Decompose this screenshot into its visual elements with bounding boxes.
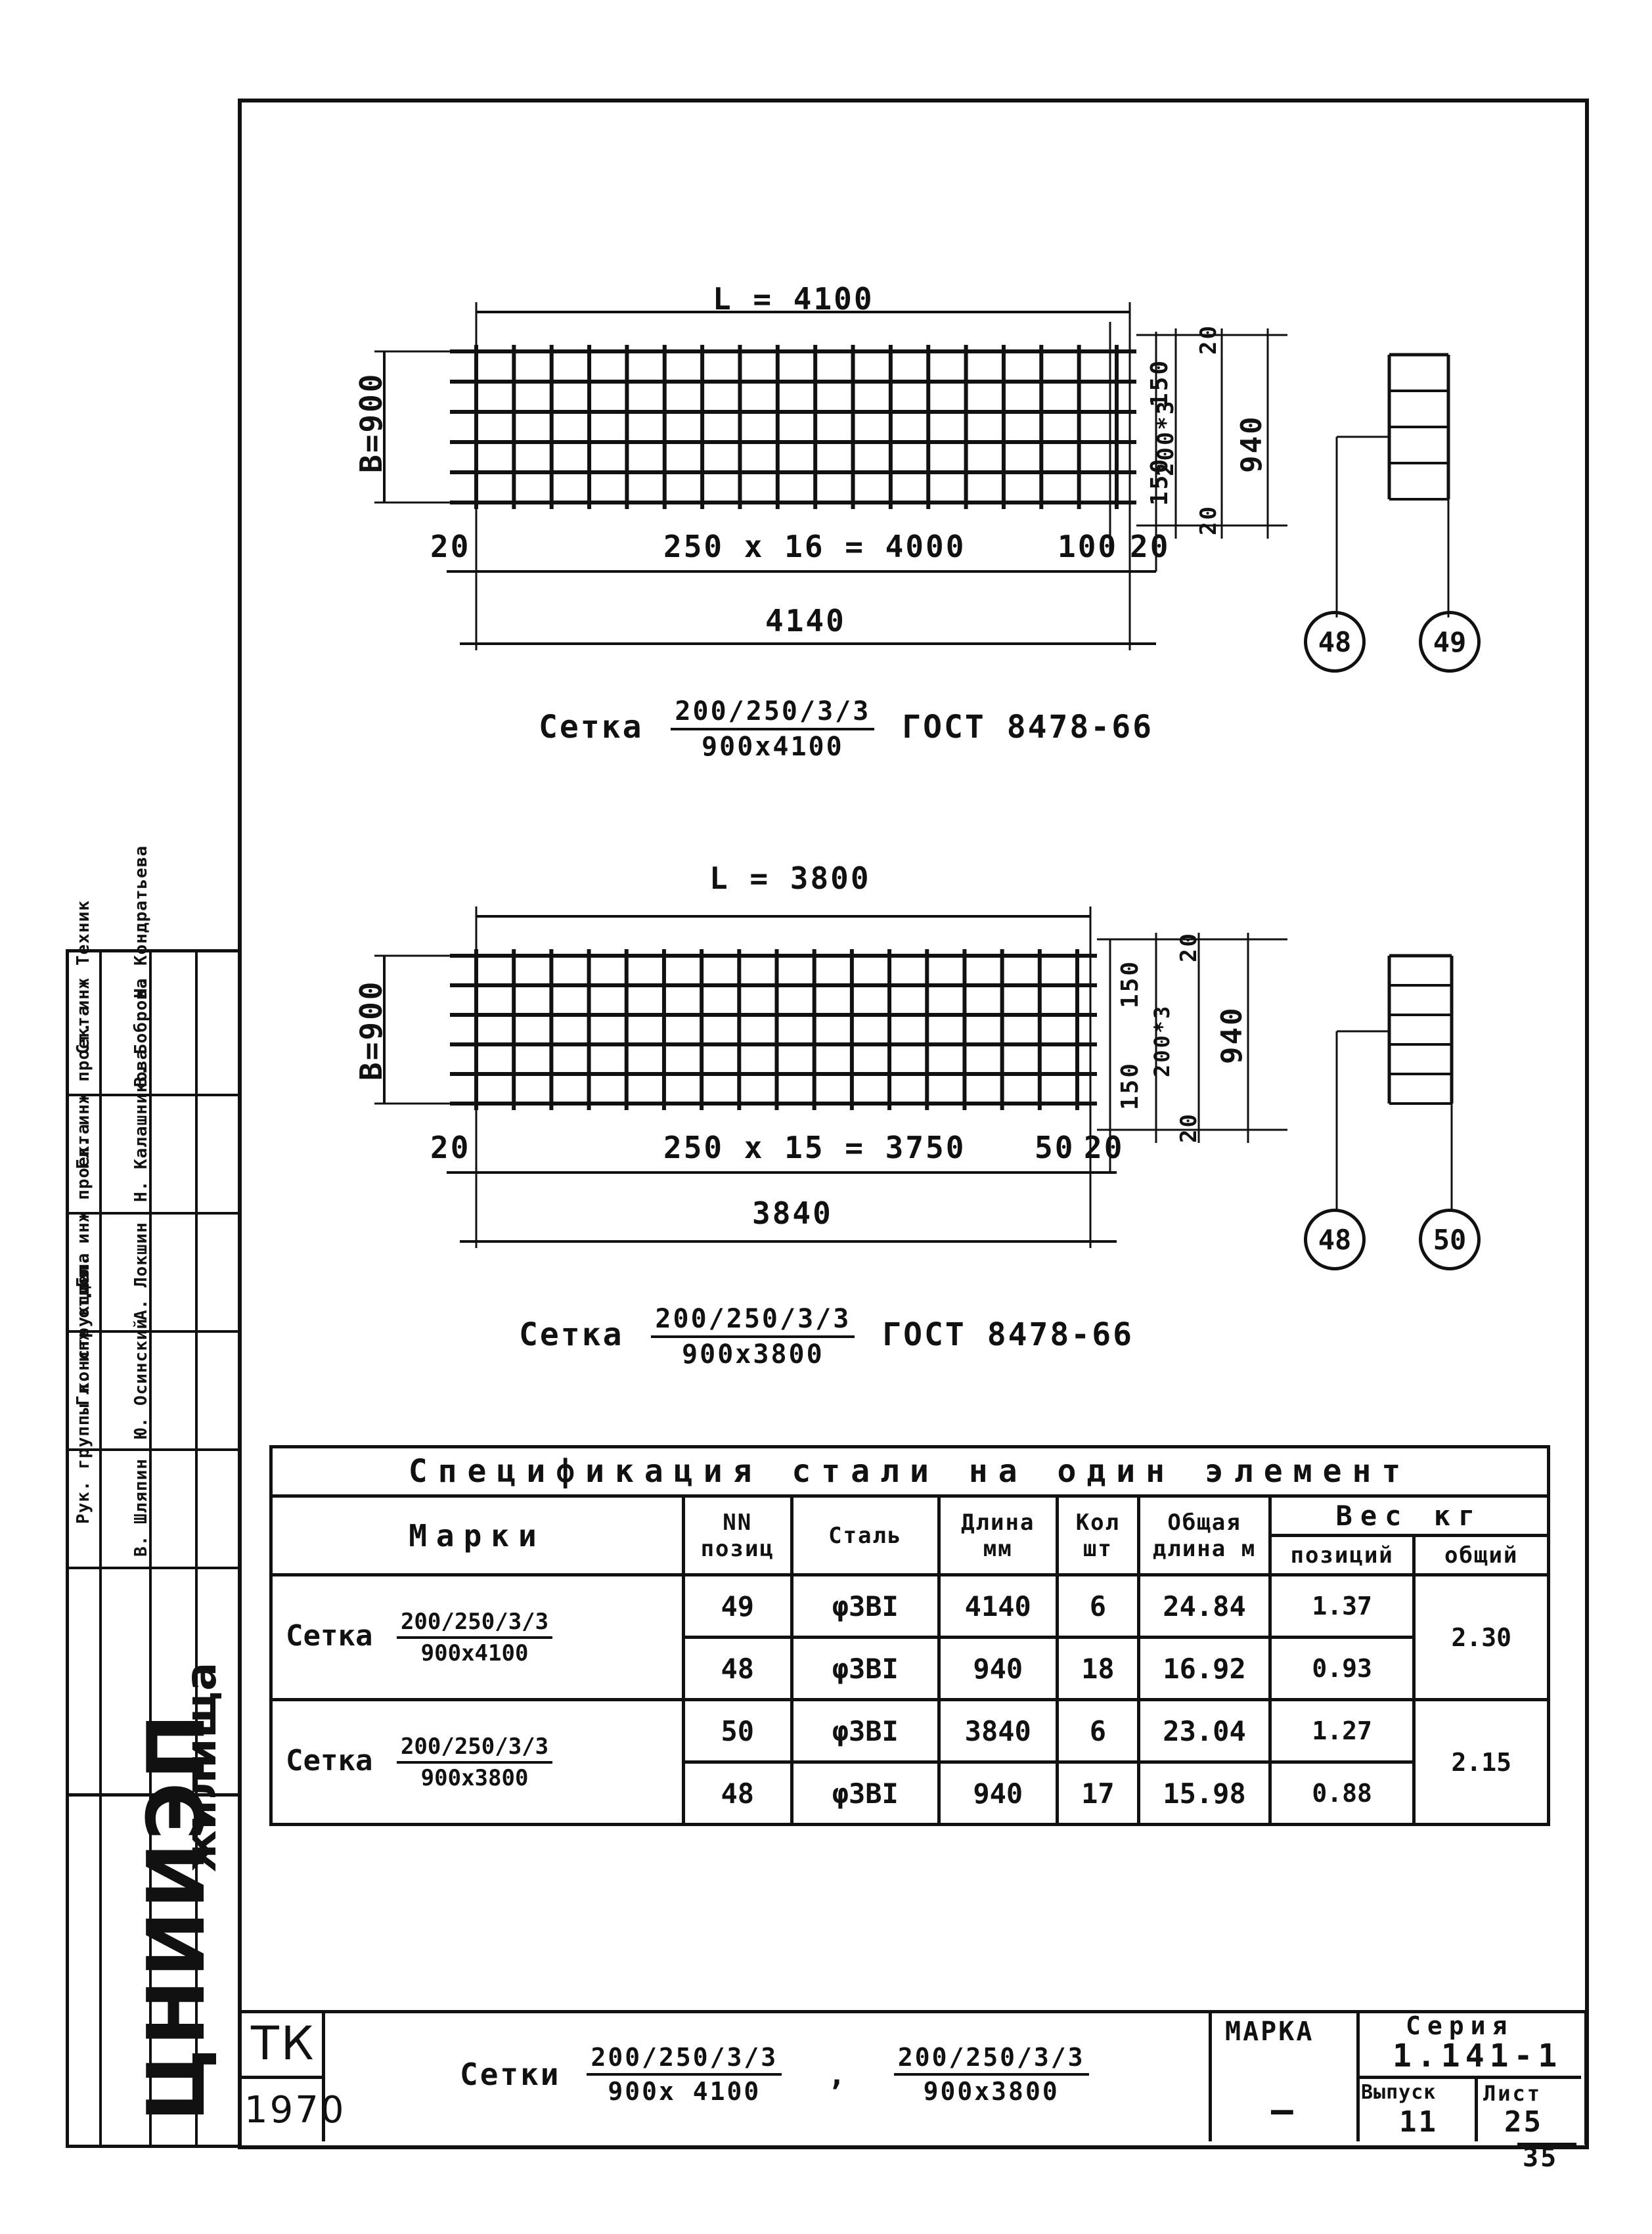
mesh-2-total-weight: 2.15 xyxy=(1412,1698,1550,1826)
steel-spec-table: Спецификация стали на один элемент Марки… xyxy=(269,1445,1551,1826)
header-total-length: Общая длина м xyxy=(1137,1494,1272,1576)
sheet-title: Сетки 200/250/3/3 900x 4100 , 200/250/3/… xyxy=(460,2043,1096,2106)
table-cell: 3840 xyxy=(937,1698,1059,1764)
mesh-1-caption: Сетка 200/250/3/3 900x4100 ГОСТ 8478-66 xyxy=(539,696,1153,762)
mesh-1-total-weight: 2.30 xyxy=(1412,1573,1550,1701)
sheet-label: Лист xyxy=(1483,2081,1542,2106)
mesh-2-right-margin: 20 xyxy=(1084,1130,1125,1165)
table-cell: φ3ВI xyxy=(790,1636,941,1701)
mesh-2-total: 3840 xyxy=(752,1195,833,1231)
table-cell: 0.93 xyxy=(1268,1636,1416,1701)
header-pos: NN позиц xyxy=(681,1494,793,1576)
mesh-1-dim-20-top: 20 xyxy=(1195,324,1222,355)
series-label: Серия xyxy=(1406,2011,1514,2040)
table-cell: φ3ВI xyxy=(790,1573,941,1639)
table-cell: 48 xyxy=(681,1636,793,1701)
mesh-1-right-gap: 100 xyxy=(1058,529,1119,564)
issue-label: Выпуск xyxy=(1361,2081,1437,2104)
mesh-2-dim-20-top: 20 xyxy=(1176,931,1202,962)
name-2: Ю. Осинский xyxy=(131,1318,151,1439)
dimension-lines xyxy=(374,302,1287,1248)
header-weight-total: общий xyxy=(1412,1534,1550,1576)
mesh-2-right-gap: 50 xyxy=(1035,1130,1075,1165)
series-value: 1.141-1 xyxy=(1393,2038,1563,2074)
mesh-1-dim-20-bot: 20 xyxy=(1195,504,1222,535)
mesh-2-caption: Сетка 200/250/3/3 900x3800 ГОСТ 8478-66 xyxy=(519,1304,1134,1370)
page-number: 35 xyxy=(1523,2143,1559,2173)
mesh-2-dim-mid: 200*3 xyxy=(1150,1004,1174,1077)
position-marker-48: 48 xyxy=(1304,611,1366,673)
marka-value: — xyxy=(1271,2089,1295,2132)
position-marker-49: 49 xyxy=(1419,611,1481,673)
mesh-1-right-margin: 20 xyxy=(1130,529,1171,564)
table-cell: 48 xyxy=(681,1760,793,1826)
mesh-2-dim-940: 940 xyxy=(1215,1006,1249,1064)
table-cell: 24.84 xyxy=(1137,1573,1272,1639)
drawing-frame xyxy=(238,99,1589,2149)
header-steel: Сталь xyxy=(790,1494,941,1576)
table-cell: 23.04 xyxy=(1137,1698,1272,1764)
name-6: Н. Кондратьева xyxy=(131,845,151,998)
mesh-2-dim-20-bot: 20 xyxy=(1176,1112,1202,1143)
table-cell: 940 xyxy=(937,1636,1059,1701)
header-weight: Вес кг xyxy=(1268,1494,1551,1537)
mesh-2-width: B=900 xyxy=(353,979,389,1081)
tk-label: ТК xyxy=(251,2017,316,2070)
mesh-1-grid xyxy=(450,345,1136,509)
table-cell: 49 xyxy=(681,1573,793,1639)
table-cell: 1.37 xyxy=(1268,1573,1416,1639)
table-cell: 17 xyxy=(1055,1760,1141,1826)
sheet-value: 25 xyxy=(1504,2105,1543,2139)
mesh-1-dim-150-bot: 150 xyxy=(1146,457,1173,506)
role-6: Техник xyxy=(74,900,93,966)
role-5: Ст. инж xyxy=(74,977,93,1054)
table-cell: φ3ВI xyxy=(790,1698,941,1764)
marka-label: МАРКА xyxy=(1225,2017,1314,2047)
table-cell: 0.88 xyxy=(1268,1760,1416,1826)
org-subtitle: жилища xyxy=(177,1661,226,1872)
mesh-2-dim-150-bot: 150 xyxy=(1117,1061,1144,1110)
position-marker-50: 50 xyxy=(1419,1209,1481,1270)
table-cell: 18 xyxy=(1055,1636,1141,1701)
table-cell: φ3ВI xyxy=(790,1760,941,1826)
mesh-2-dim-150-top: 150 xyxy=(1117,959,1144,1008)
mesh-1-mark: Сетка 200/250/3/3 900x4100 xyxy=(269,1573,685,1701)
table-cell: 1.27 xyxy=(1268,1698,1416,1764)
mesh-2-left-margin: 20 xyxy=(430,1130,471,1165)
position-marker-48b: 48 xyxy=(1304,1209,1366,1270)
mesh-2-length: L = 3800 xyxy=(709,860,871,896)
year-label: 1970 xyxy=(244,2089,346,2132)
name-1: В. Шляпин xyxy=(131,1458,151,1557)
name-3: А. Локшин xyxy=(131,1222,151,1320)
mesh-2-grid xyxy=(450,949,1097,1110)
issue-value: 11 xyxy=(1399,2105,1438,2139)
spec-title: Спецификация стали на один элемент xyxy=(269,1445,1550,1498)
table-cell: 16.92 xyxy=(1137,1636,1272,1701)
mesh-1-spacing: 250 x 16 = 4000 xyxy=(663,529,966,564)
table-cell: 50 xyxy=(681,1698,793,1764)
mesh-1-left-margin: 20 xyxy=(430,529,471,564)
mesh-1-length: L = 4100 xyxy=(713,281,874,317)
header-qty: Кол шт xyxy=(1055,1494,1141,1576)
side-stamp xyxy=(66,949,241,2148)
mesh-1-total: 4140 xyxy=(765,603,846,638)
bar-sections xyxy=(1335,353,1454,1212)
table-cell: 15.98 xyxy=(1137,1760,1272,1826)
header-weight-pos: позиций xyxy=(1268,1534,1416,1576)
header-marks: Марки xyxy=(269,1494,685,1576)
mesh-2-mark: Сетка 200/250/3/3 900x3800 xyxy=(269,1698,685,1826)
table-cell: 6 xyxy=(1055,1698,1141,1764)
mesh-1-dim-940: 940 xyxy=(1235,414,1268,473)
table-cell: 4140 xyxy=(937,1573,1059,1639)
table-cell: 940 xyxy=(937,1760,1059,1826)
mesh-1-width: B=900 xyxy=(353,372,389,473)
table-cell: 6 xyxy=(1055,1573,1141,1639)
header-length: Длина мм xyxy=(937,1494,1059,1576)
mesh-2-spacing: 250 x 15 = 3750 xyxy=(663,1130,966,1165)
